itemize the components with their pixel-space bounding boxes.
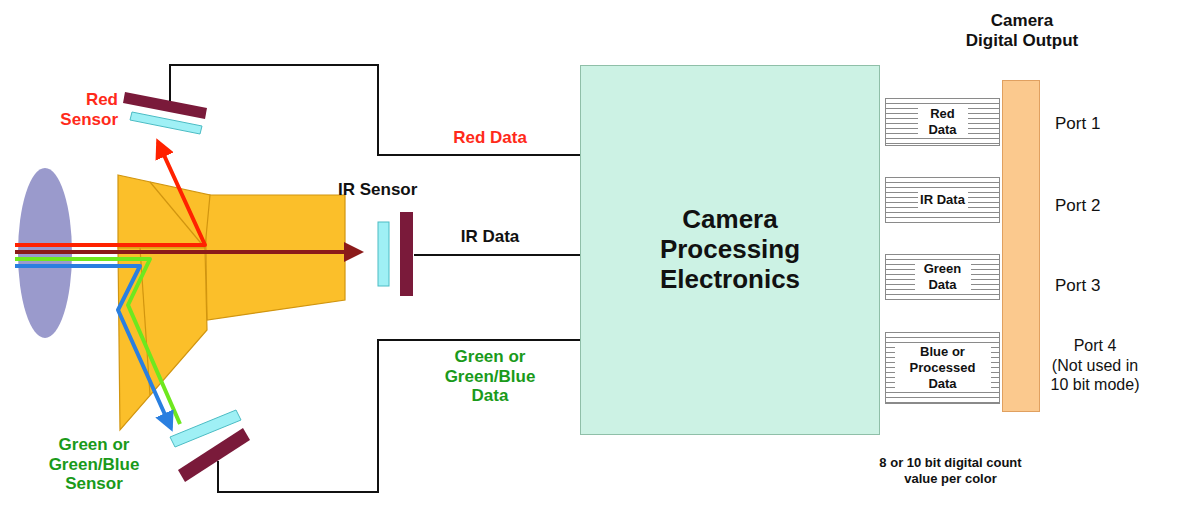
box-label: Green Data xyxy=(915,261,971,294)
output-heading: Camera Digital Output xyxy=(964,11,1080,50)
prism xyxy=(118,175,345,430)
data-ribbon: IR Data xyxy=(885,177,1000,223)
box-label: Blue or Processed Data xyxy=(895,344,991,393)
sensor-symbol xyxy=(122,90,212,135)
red-sensor: Red Sensor xyxy=(122,90,212,135)
processing-box: Camera Processing Electronics xyxy=(580,65,880,435)
sensor-symbol xyxy=(165,405,253,485)
wire-label: IR Data xyxy=(430,227,550,247)
port-label: Port 4 xyxy=(1045,336,1145,355)
wire-label: Green or Green/Blue Data xyxy=(438,347,542,406)
data-ribbon: Blue or Processed Data xyxy=(885,332,1000,404)
output-bar: Camera Digital Output xyxy=(1002,80,1040,412)
port-label: Port 2 xyxy=(1055,196,1145,216)
box-label: IR Data xyxy=(918,192,968,208)
sensor-label: Red Sensor xyxy=(52,90,118,129)
sensor-label: Green or Green/Blue Sensor xyxy=(43,435,145,494)
data-ribbon: Green Data xyxy=(885,254,1000,300)
note-label: 8 or 10 bit digital count value per colo… xyxy=(878,455,1023,486)
ir-sensor: IR Sensor xyxy=(376,212,414,296)
green-sensor: Green or Green/Blue Sensor xyxy=(165,405,253,485)
port-label: (Not used in 10 bit mode) xyxy=(1045,356,1145,394)
signal-wire xyxy=(218,340,580,492)
port-label: Port 3 xyxy=(1055,276,1145,296)
signal-wire xyxy=(170,65,580,155)
sensor-label: IR Sensor xyxy=(338,180,458,200)
light-rays xyxy=(15,142,360,428)
box-label: Camera Processing Electronics xyxy=(618,205,843,295)
data-ribbon: Red Data xyxy=(885,98,1000,146)
signal-wire xyxy=(414,254,580,256)
box-label: Red Data xyxy=(918,106,968,139)
port-label: Port 1 xyxy=(1055,114,1145,134)
wire-label: Red Data xyxy=(430,128,550,148)
sensor-symbol xyxy=(376,212,414,296)
